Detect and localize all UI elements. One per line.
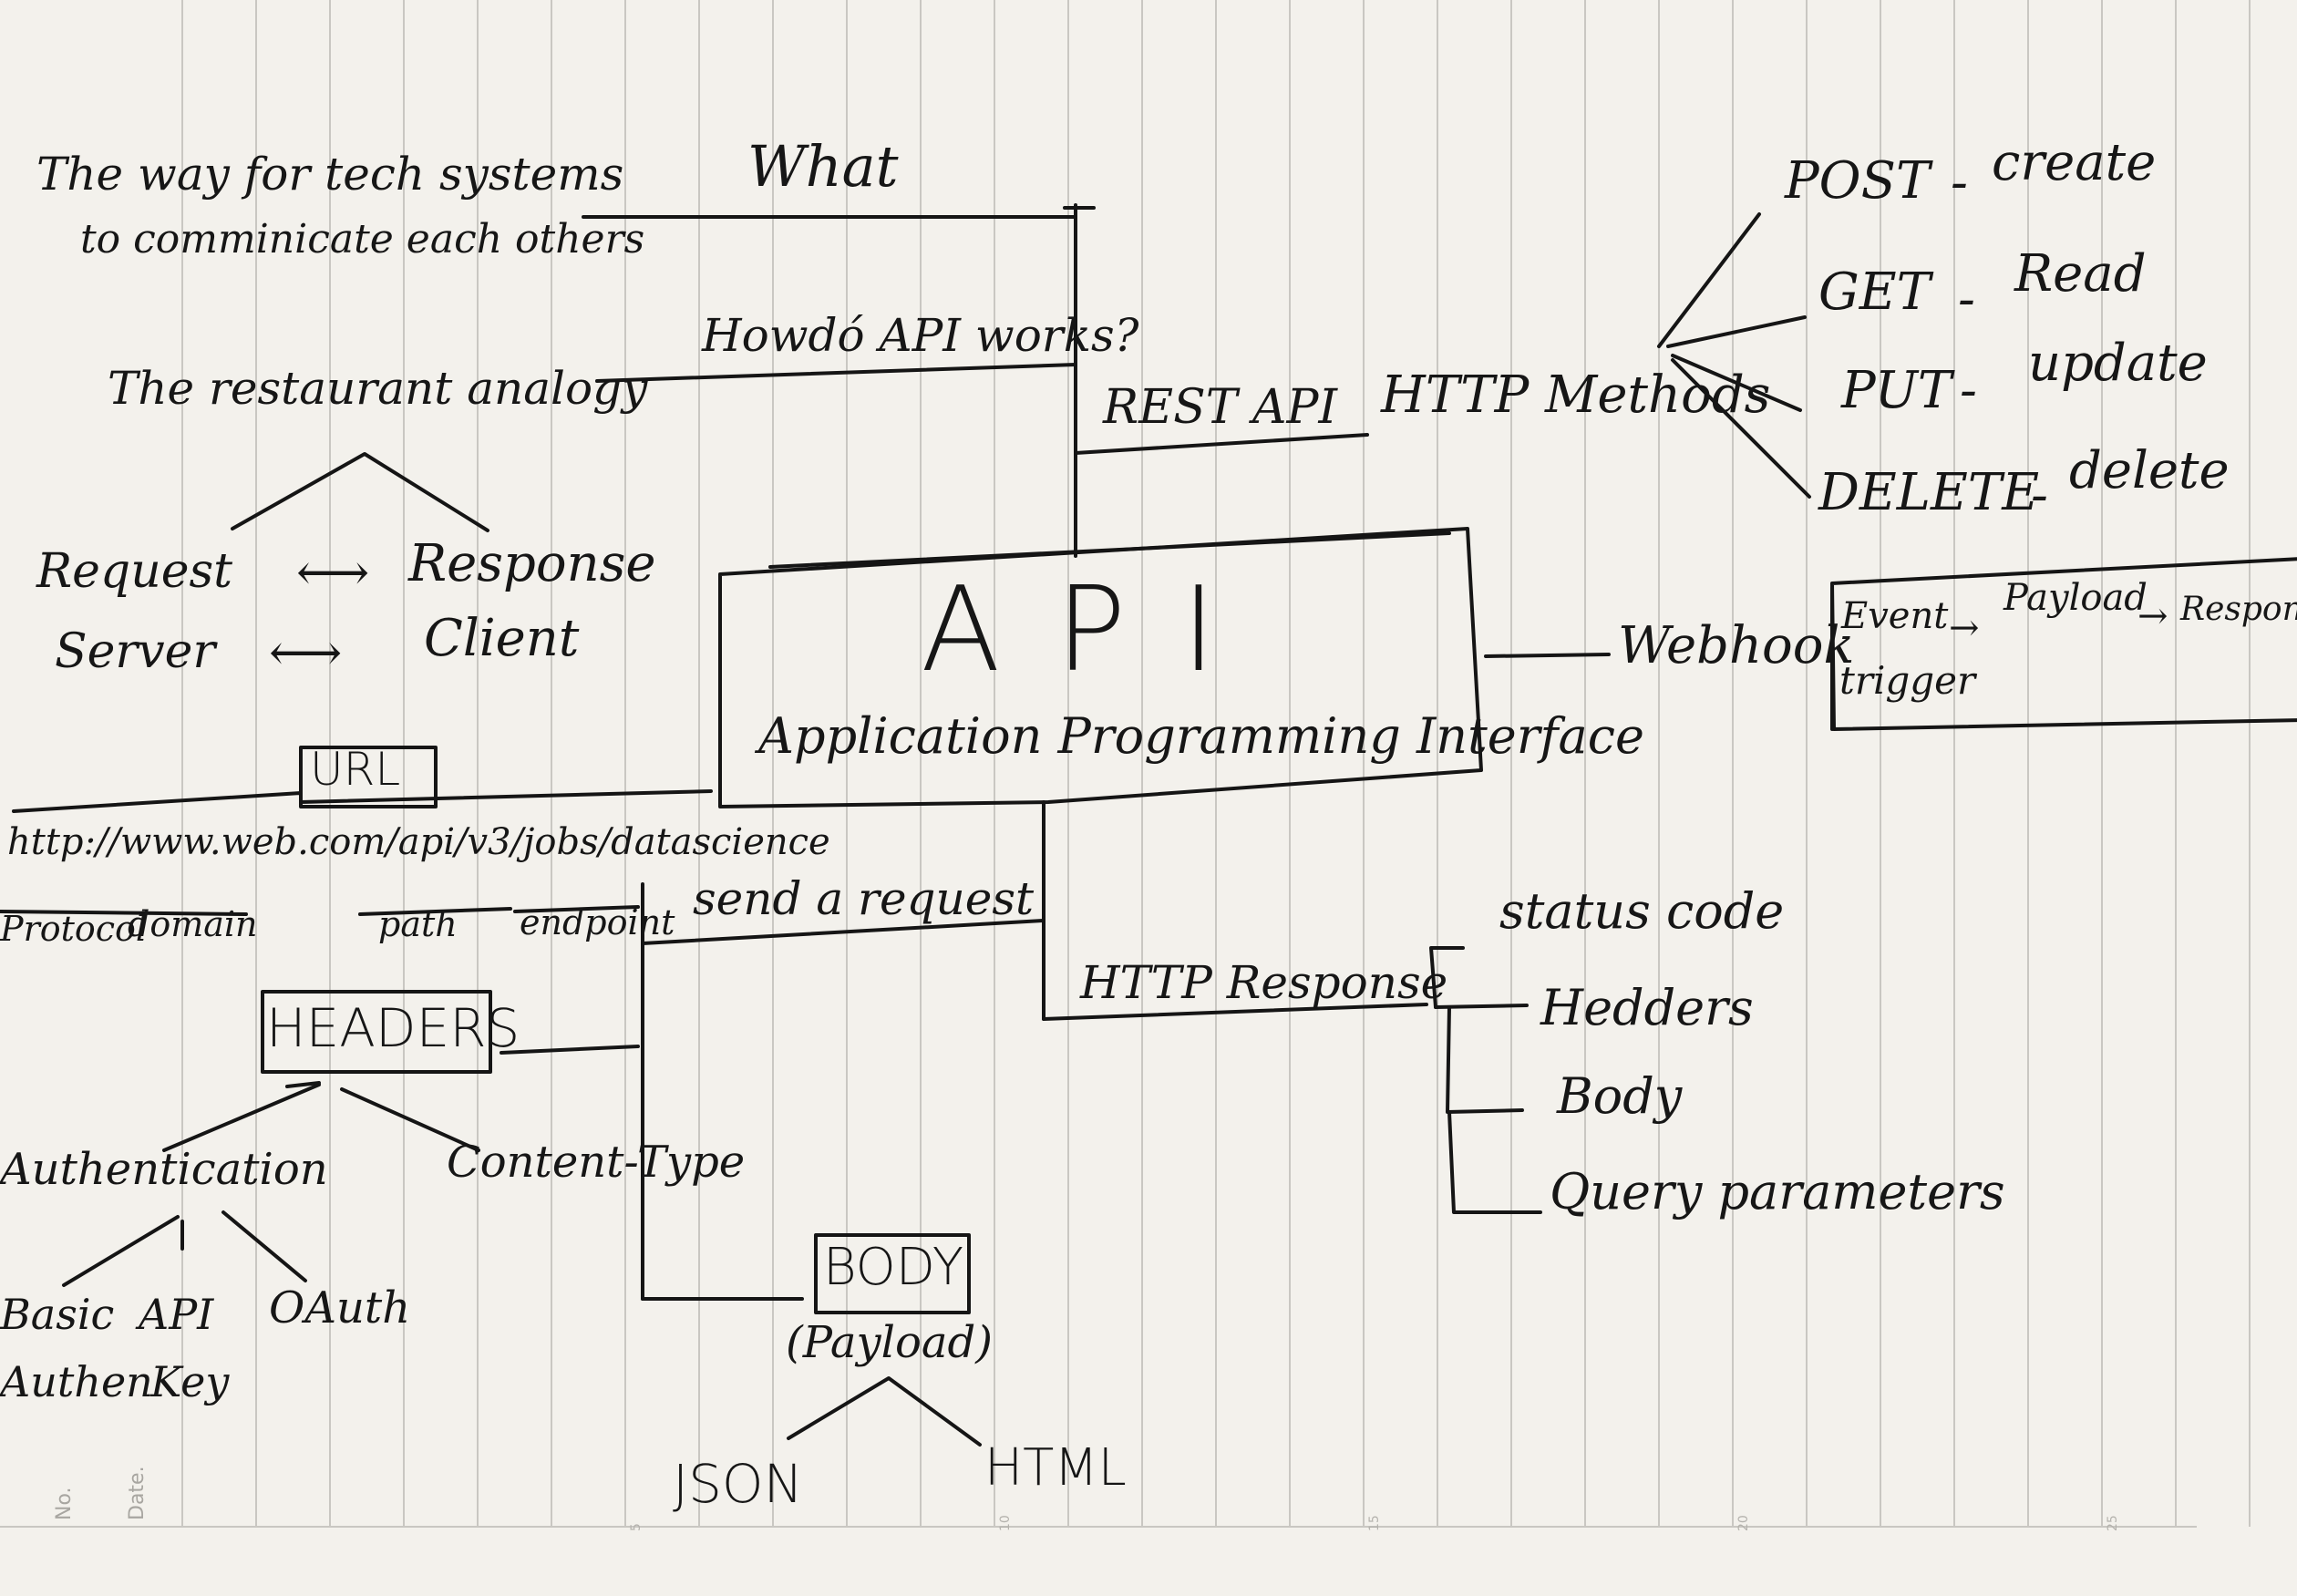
body-subtitle: (Payload) [786,1317,993,1368]
response-headers: Hedders [1540,979,1754,1036]
url-title: URL [310,743,401,796]
number-margin-label: No. [53,1487,76,1520]
header-authentication: Authentication [0,1144,328,1195]
url-part-protocol: Protocol [0,909,148,949]
webhook-payload: Payload [2003,577,2148,619]
http-methods-label: HTTP Methods [1381,366,1771,425]
url-example: http://www.web.com/api/v3/jobs/datascien… [7,821,830,863]
method-verb-delete: DELETE [1818,463,2040,522]
api-subtitle: Application Programming Interface [758,707,1644,765]
definition-line-1: The way for tech systems [36,148,624,201]
rest-api-label: REST API [1103,380,1338,435]
webhook-label: Webhook [1618,616,1855,675]
ruled-lines [0,0,2251,1528]
format-html: HTML [984,1438,1127,1498]
response-body: Body [1557,1067,1683,1125]
auth-oauth: OAuth [269,1282,411,1333]
method-separator: - [1960,361,1977,420]
method-separator: - [2031,466,2048,525]
ruler-tick: 5 [629,1523,644,1531]
ruler-tick: 10 [998,1515,1013,1531]
flow-arrow-icon: → [2137,595,2168,637]
ruler-tick: 20 [1736,1515,1751,1531]
headers-title: HEADERS [266,997,520,1059]
client-term: Client [424,609,580,668]
method-action-read: Read [2014,244,2147,304]
server-term: Server [55,624,216,679]
method-action-create: create [1992,133,2157,192]
body-title: BODY [823,1238,964,1297]
what-label: What [747,133,899,200]
ruler-tick: 15 [1367,1515,1382,1531]
send-request-label: send a request [693,872,1035,925]
url-part-domain: domain [128,904,258,944]
response-status-code: status code [1499,882,1785,940]
flow-arrow-icon: → [1949,607,1980,649]
exchange-arrow-icon: ⟷ [269,623,343,683]
webhook-event: Event [1841,595,1949,637]
definition-line-2: to comminicate each others [80,216,645,263]
ruler-tick: 25 [2106,1515,2120,1531]
method-verb-post: POST [1785,151,1931,211]
auth-basic-line1: Basic [0,1290,115,1339]
method-verb-get: GET [1818,263,1931,322]
response-query-parameters: Query parameters [1550,1163,2005,1220]
connector-lines [0,203,2297,1447]
method-action-update: update [2028,334,2208,393]
api-title: A P I [921,562,1225,698]
request-term: Request [36,544,233,599]
webhook-trigger: trigger [1839,658,1976,703]
url-part-path: path [378,904,458,944]
format-json: JSON [673,1453,803,1515]
method-separator: - [1951,153,1968,212]
method-action-delete: delete [2069,441,2230,500]
how-label: Howdó API works? [702,309,1139,362]
auth-apikey-line1: API [139,1290,214,1339]
url-part-endpoint: endpoint [520,902,675,942]
http-response-label: HTTP Response [1080,956,1448,1009]
auth-basic-line2: Authen [0,1357,153,1406]
header-content-type: Content-Type [447,1137,746,1188]
method-verb-put: PUT [1841,361,1952,420]
exchange-arrow-icon: ⟷ [296,543,370,602]
webhook-response: Response [2180,591,2297,628]
method-separator: - [1958,270,1975,329]
date-margin-label: Date. [126,1466,149,1520]
restaurant-analogy: The restaurant analogy [108,362,648,415]
auth-apikey-line2: Key [150,1357,230,1406]
response-term: Response [408,534,656,593]
